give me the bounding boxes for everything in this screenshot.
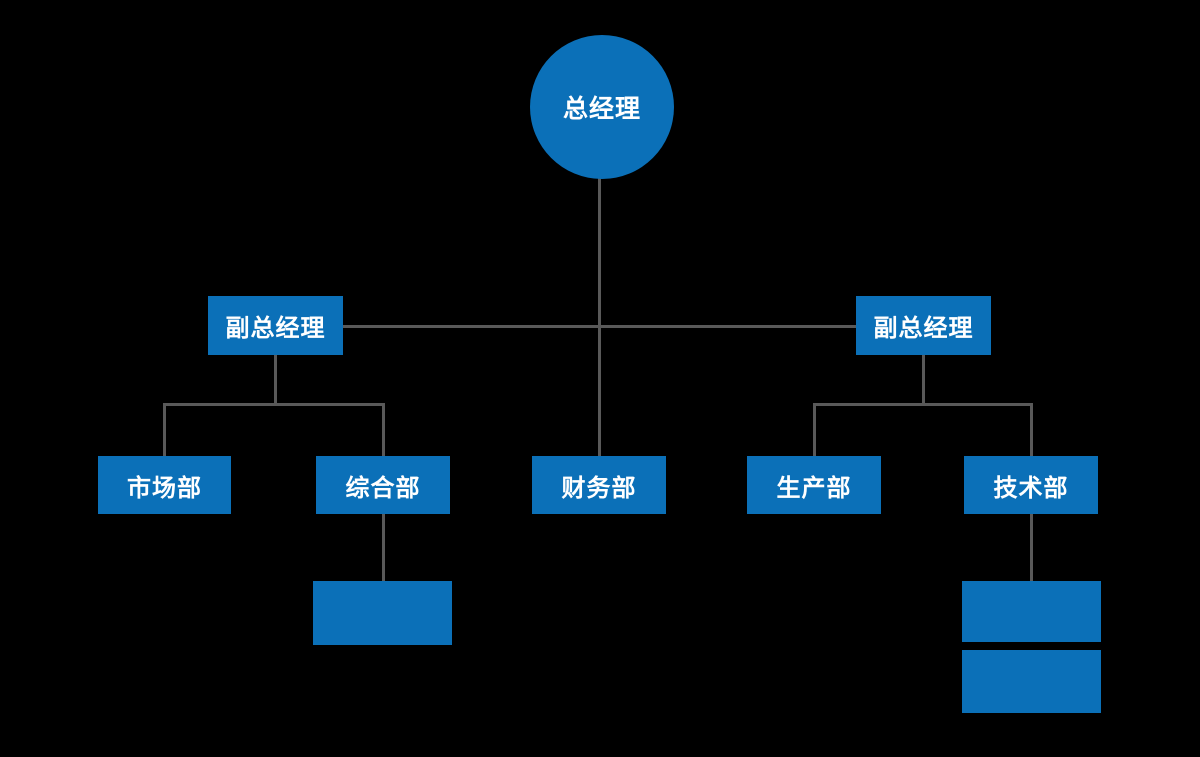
node-general-affairs-label: 综合部 [345,474,421,502]
node-marketing-dept: 市场部 [98,456,231,514]
node-technology-dept: 技术部 [964,456,1098,514]
connector-drop-to-marketing [163,403,166,456]
connector-drop-to-general-affairs [382,403,385,456]
node-production-label: 生产部 [776,474,852,502]
connector-drop-to-technology [1030,403,1033,456]
node-deputy-right-label: 副总经理 [873,315,974,342]
node-general-manager: 总经理 [530,35,674,179]
node-general-affairs-dept: 综合部 [316,456,450,514]
node-technology-label: 技术部 [993,474,1069,502]
connector-technology-to-sub [1030,514,1033,581]
connector-deputy-left-to-deputy-right [343,325,857,328]
connector-general-affairs-to-sub [382,514,385,581]
connector-drop-to-production [813,403,816,456]
connector-right-branch-horizontal [813,403,1033,406]
node-technology-sub-empty-2 [962,650,1101,713]
node-general-manager-label: 总经理 [562,95,641,123]
node-technology-sub-empty-1 [962,581,1101,642]
node-finance-label: 财务部 [561,474,637,502]
connector-deputy-right-down [922,355,925,406]
node-general-affairs-sub-empty [313,581,452,645]
node-deputy-general-manager-left: 副总经理 [208,296,343,355]
node-deputy-general-manager-right: 副总经理 [856,296,991,355]
connector-root-to-finance [598,172,601,456]
node-finance-dept: 财务部 [532,456,666,514]
node-deputy-left-label: 副总经理 [225,315,326,342]
connector-deputy-left-down [274,355,277,406]
connector-left-branch-horizontal [163,403,384,406]
node-marketing-label: 市场部 [127,474,202,502]
node-production-dept: 生产部 [747,456,881,514]
